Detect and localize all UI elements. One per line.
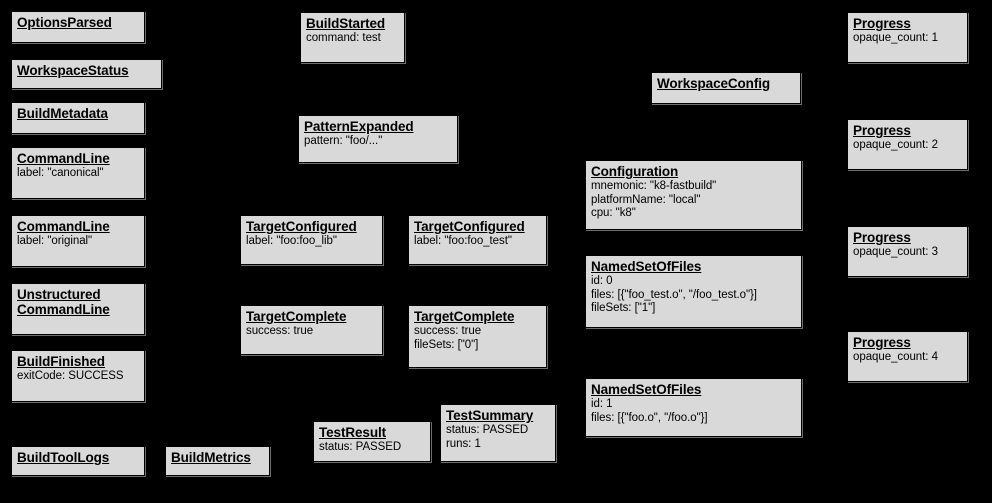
node-title: NamedSetOfFiles [591,259,702,274]
node-fields: label: "original" [17,235,139,249]
node-title: TestSummary [446,408,534,423]
node-field: label: "canonical" [17,167,104,179]
node-field: success: true [414,325,482,337]
node-field: cpu: "k8" [591,207,636,219]
node-options-parsed[interactable]: OptionsParsed [11,11,145,43]
node-title: Configuration [591,164,679,179]
node-title: Progress [853,123,911,138]
node-title: TargetConfigured [246,219,357,234]
node-title: OptionsParsed [17,15,112,30]
node-fields: label: "canonical" [17,167,139,181]
node-field: pattern: "foo/..." [304,135,383,147]
node-fields: status: PASSED [319,441,425,455]
node-field: opaque_count: 2 [853,139,938,151]
node-field: status: PASSED [446,424,529,436]
node-fields: opaque_count: 3 [853,246,962,260]
node-field: opaque_count: 1 [853,32,938,44]
node-field: id: 0 [591,275,613,287]
node-fields: opaque_count: 4 [853,351,962,365]
node-workspace-status[interactable]: WorkspaceStatus [11,59,162,89]
node-field: mnemonic: "k8-fastbuild" [591,180,717,192]
node-title: NamedSetOfFiles [591,382,702,397]
node-field: fileSets: ["1"] [591,302,656,314]
node-field: success: true [246,325,314,337]
node-field: fileSets: ["0"] [414,338,479,351]
node-title: PatternExpanded [304,119,414,134]
node-title: CommandLine [17,219,110,234]
node-build-metadata[interactable]: BuildMetadata [11,102,145,134]
node-field: opaque_count: 4 [853,351,938,363]
node-title: WorkspaceStatus [17,63,129,78]
node-title: CommandLine [17,151,110,166]
node-field: exitCode: SUCCESS [17,370,124,382]
node-build-metrics[interactable]: BuildMetrics [165,446,270,476]
node-fields: exitCode: SUCCESS [17,370,139,384]
node-field: opaque_count: 3 [853,246,938,258]
node-field: label: "foo:foo_lib" [246,235,337,247]
node-unstructured-command-line[interactable]: Unstructured CommandLine [11,283,145,335]
node-title: BuildMetadata [17,106,108,121]
node-field: label: "foo:foo_test" [414,235,512,247]
node-fields: command: test [306,32,399,46]
node-field: files: [{"foo_test.o", "/foo_test.o"}] [591,288,757,301]
node-field: status: PASSED [319,441,402,453]
node-fields: mnemonic: "k8-fastbuild"platformName: "l… [591,180,796,221]
node-title: BuildMetrics [171,450,251,465]
node-workspace-config[interactable]: WorkspaceConfig [651,72,801,104]
node-field: label: "original" [17,235,93,247]
node-fields: label: "foo:foo_test" [414,235,541,249]
node-fields: pattern: "foo/..." [304,135,452,149]
node-fields: label: "foo:foo_lib" [246,235,377,249]
node-title: TargetComplete [246,309,347,324]
node-title: TestResult [319,425,387,440]
node-field: command: test [306,32,381,44]
node-fields: success: true [246,325,377,339]
node-title: BuildToolLogs [17,450,110,465]
node-build-tool-logs[interactable]: BuildToolLogs [11,446,145,476]
node-title: BuildFinished [17,354,105,369]
node-field: platformName: "local" [591,193,701,206]
node-title: Progress [853,335,911,350]
node-field: files: [{"foo.o", "/foo.o"}] [591,411,708,424]
node-fields: opaque_count: 1 [853,32,962,46]
node-title: WorkspaceConfig [657,76,771,91]
node-title: BuildStarted [306,16,386,31]
node-title: Progress [853,16,911,31]
node-field: id: 1 [591,398,613,410]
node-title: TargetConfigured [414,219,525,234]
node-title: Unstructured CommandLine [17,287,110,317]
node-title: TargetComplete [414,309,515,324]
node-fields: opaque_count: 2 [853,139,962,153]
node-field: runs: 1 [446,437,481,450]
node-title: Progress [853,230,911,245]
